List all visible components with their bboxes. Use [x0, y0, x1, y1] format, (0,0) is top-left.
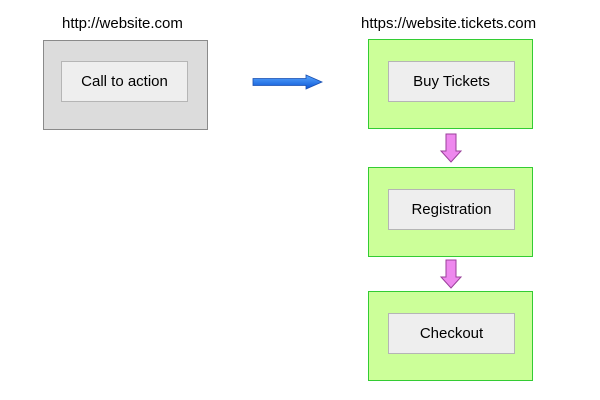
arrow-down-icon: [439, 259, 463, 289]
buy-tickets-page-box: Buy Tickets: [368, 39, 533, 129]
source-url-label: http://website.com: [62, 15, 183, 32]
registration-button[interactable]: Registration: [388, 189, 515, 230]
checkout-button[interactable]: Checkout: [388, 313, 515, 354]
source-page-box: Call to action: [43, 40, 208, 130]
destination-url-label: https://website.tickets.com: [361, 15, 537, 32]
arrow-down-icon: [439, 133, 463, 163]
arrow-right-icon: [252, 74, 323, 90]
registration-page-box: Registration: [368, 167, 533, 257]
checkout-page-box: Checkout: [368, 291, 533, 381]
call-to-action-button[interactable]: Call to action: [61, 61, 188, 102]
buy-tickets-button[interactable]: Buy Tickets: [388, 61, 515, 102]
